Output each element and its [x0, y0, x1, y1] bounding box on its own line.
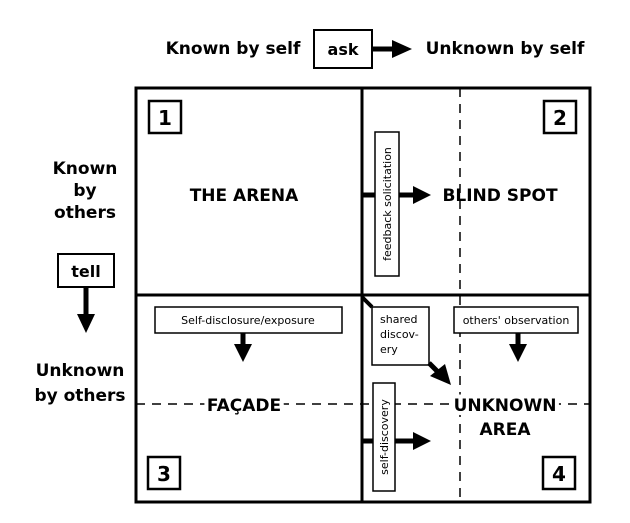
self-discovery-box: [372, 382, 396, 492]
self-disclosure-arrow: [234, 333, 252, 362]
known-by-others-line2: by: [73, 181, 96, 201]
unknown-by-others-line2: by others: [34, 386, 125, 406]
tell-box: [57, 253, 115, 288]
others-observation-arrow: [509, 333, 527, 362]
shared-discovery-line2: discov-: [380, 328, 419, 341]
ask-label: ask: [328, 40, 359, 59]
quadrant-3-number: 3: [157, 462, 171, 486]
known-by-self-label: Known by self: [166, 39, 301, 59]
self-disclosure-label: Self-disclosure/exposure: [181, 314, 315, 327]
unknown-by-others-line1: Unknown: [36, 361, 125, 381]
quadrant-1-number-box: [147, 99, 183, 135]
ask-box: [313, 29, 373, 69]
quadrant-4-number-box: [541, 455, 577, 491]
quadrant-4-label-line2: AREA: [479, 420, 531, 440]
shared-discovery-line1: shared: [380, 313, 417, 326]
others-observation-label: others' observation: [463, 314, 570, 327]
known-by-others-line3: others: [54, 203, 116, 223]
shared-discovery-arrow: [360, 295, 451, 385]
quadrant-2-number: 2: [553, 106, 567, 130]
quadrant-1-number: 1: [158, 106, 172, 130]
quadrant-4-number: 4: [552, 462, 566, 486]
feedback-solicitation-box: [374, 131, 400, 277]
quadrant-2-label: BLIND SPOT: [442, 186, 558, 206]
quadrant-1-label: THE ARENA: [190, 186, 299, 206]
self-discovery-label: self-discovery: [378, 399, 391, 475]
unknown-by-self-label: Unknown by self: [426, 39, 585, 59]
quadrant-3-label: FAÇADE: [207, 396, 281, 416]
known-by-others-line1: Known: [53, 159, 118, 179]
self-disclosure-box: [154, 306, 343, 334]
quadrant-2-number-box: [542, 99, 578, 135]
shared-discovery-box: [371, 306, 430, 366]
feedback-arrow: [362, 186, 431, 204]
tell-arrow: [77, 287, 95, 333]
shared-discovery-line3: ery: [380, 343, 398, 356]
self-discovery-arrow: [362, 432, 431, 450]
quadrant-4-label-line1: UNKNOWN: [454, 396, 557, 416]
quadrant-3-number-box: [146, 455, 182, 491]
ask-arrow: [372, 40, 412, 58]
feedback-solicitation-label: feedback solicitation: [381, 147, 394, 261]
tell-label: tell: [71, 262, 100, 281]
